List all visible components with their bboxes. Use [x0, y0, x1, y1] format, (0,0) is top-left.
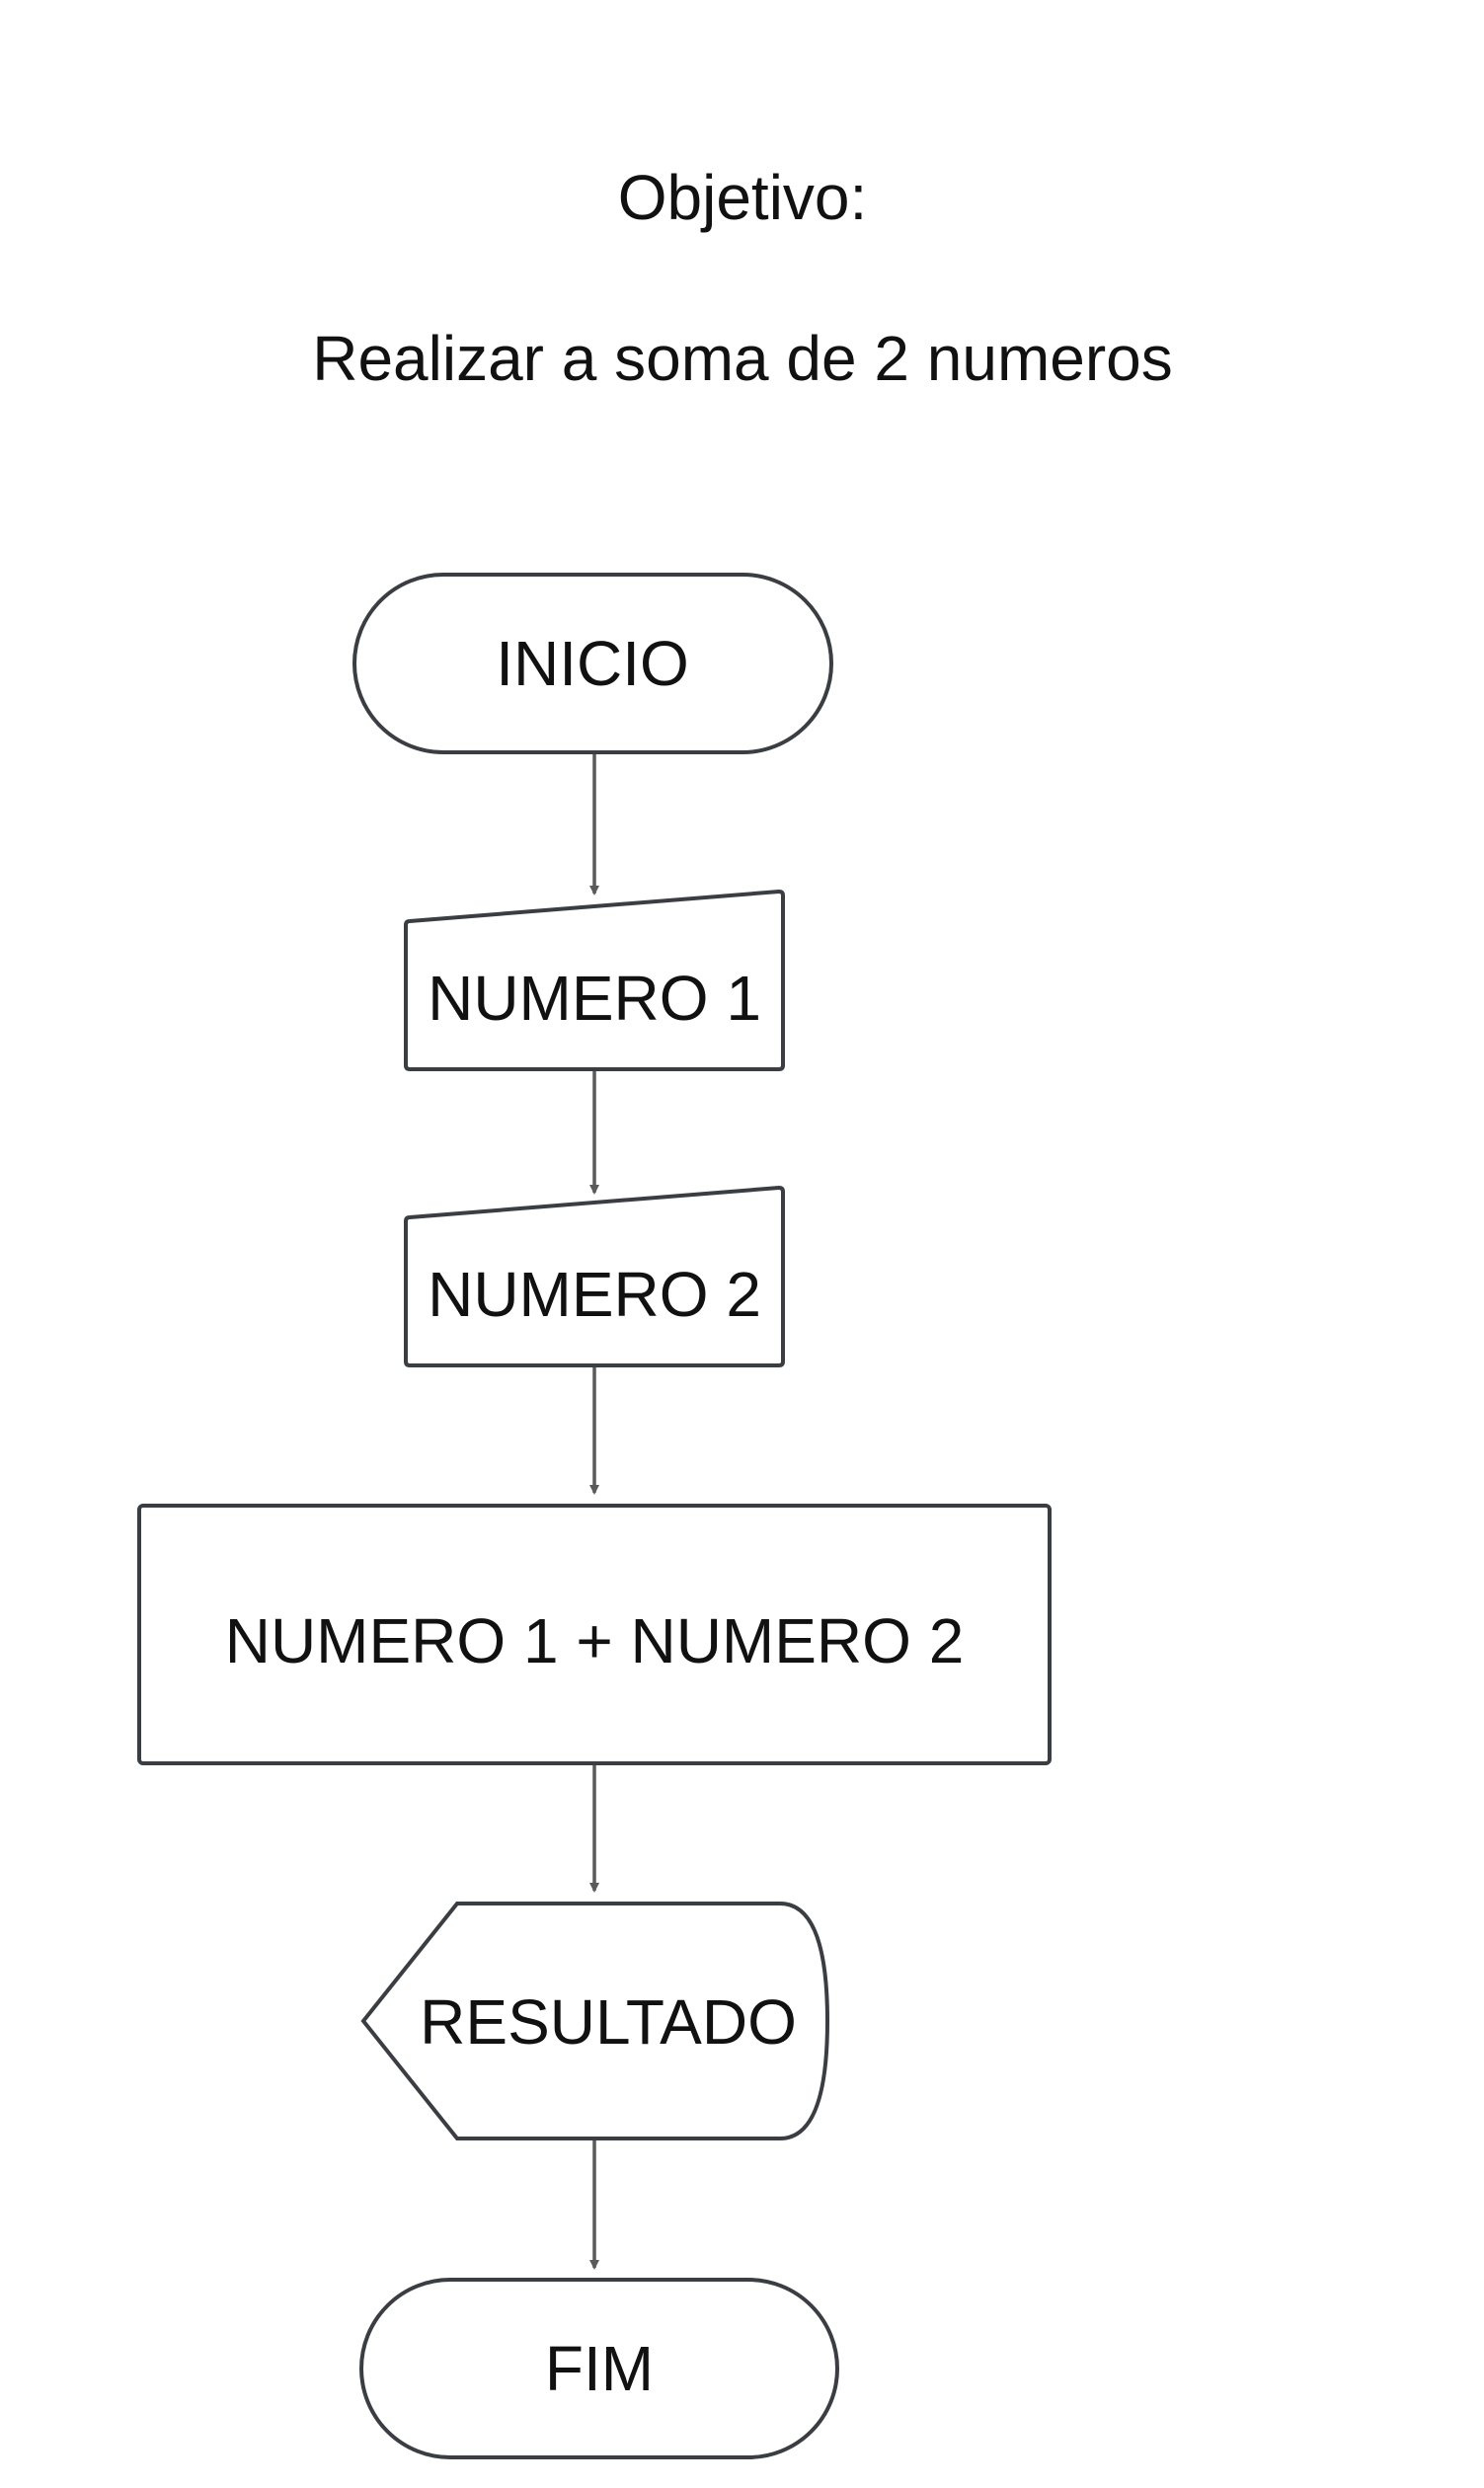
objective-text: Realizar a soma de 2 numeros	[312, 323, 1173, 394]
node-input2-label: NUMERO 2	[428, 1259, 761, 1330]
process-shape	[137, 1504, 1052, 1765]
node-process-label: NUMERO 1 + NUMERO 2	[225, 1605, 965, 1676]
display-shape	[360, 1902, 830, 2140]
manual-input-shape	[404, 1185, 785, 1367]
node-process: NUMERO 1 + NUMERO 2	[137, 1504, 1052, 1765]
node-input1-label: NUMERO 1	[428, 963, 761, 1034]
node-end: FIM	[359, 2278, 839, 2459]
node-start: INICIO	[352, 573, 833, 754]
objective-label: Objetivo:	[618, 162, 868, 233]
manual-input-shape	[404, 889, 785, 1071]
node-input2: NUMERO 2	[404, 1185, 785, 1367]
node-input1: NUMERO 1	[404, 889, 785, 1071]
node-start-label: INICIO	[496, 628, 689, 699]
node-end-label: FIM	[545, 2333, 654, 2404]
node-output: RESULTADO	[360, 1902, 830, 2140]
node-output-label: RESULTADO	[420, 1986, 797, 2058]
terminator-shape	[359, 2278, 839, 2459]
terminator-shape	[352, 573, 833, 754]
